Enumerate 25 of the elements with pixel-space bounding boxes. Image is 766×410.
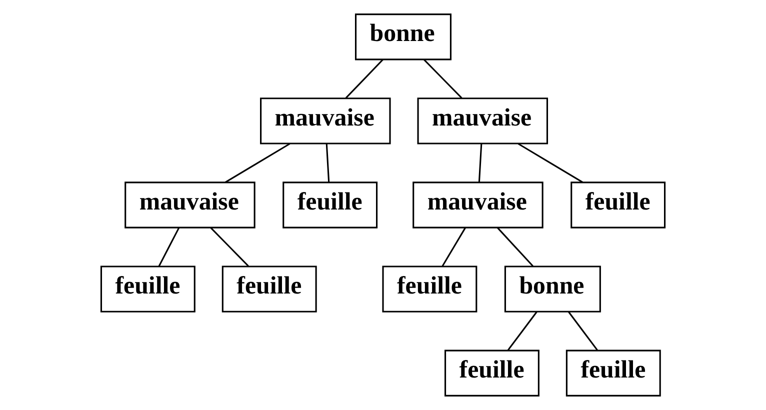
node-box: feuille [444, 350, 540, 396]
connector [210, 227, 249, 267]
connector [507, 311, 538, 351]
node-box: mauvaise [260, 98, 391, 144]
node-box: feuille [282, 182, 378, 228]
node-box: mauvaise [124, 182, 256, 228]
connector [224, 143, 290, 183]
connector [478, 144, 482, 182]
node-box: mauvaise [412, 182, 544, 228]
node-box: mauvaise [417, 98, 548, 144]
node-box: feuille [570, 182, 666, 228]
node-box: feuille [222, 266, 317, 312]
node-box: bonne [354, 14, 452, 60]
connector [345, 59, 384, 99]
node-box: feuille [566, 350, 661, 396]
node-box: bonne [504, 266, 601, 312]
node-box: feuille [382, 266, 478, 312]
connector [518, 143, 584, 183]
connector [568, 311, 598, 351]
connector [424, 59, 462, 99]
connector [442, 227, 466, 266]
connector [158, 227, 180, 266]
connector [497, 227, 534, 267]
node-box: feuille [100, 266, 196, 312]
connector [326, 144, 330, 182]
